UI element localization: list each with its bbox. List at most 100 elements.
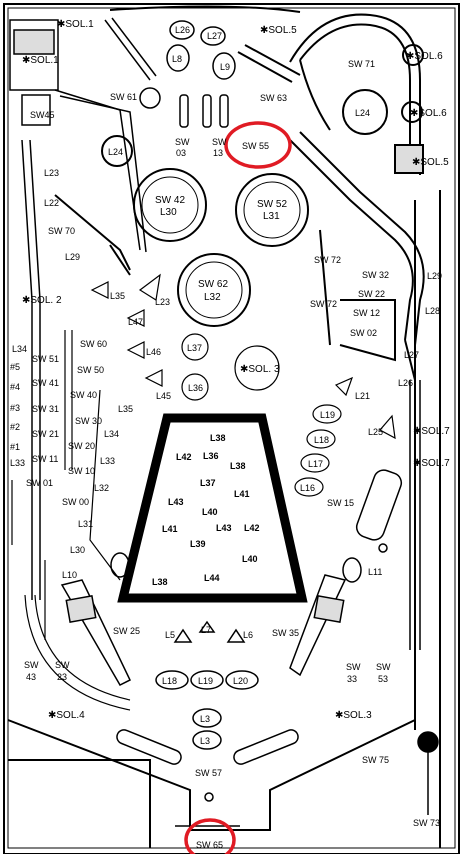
label-n5: #5: [10, 362, 20, 372]
label-sw21: SW 21: [32, 429, 59, 439]
label-sol4: ✱SOL.4: [48, 710, 85, 721]
label-l6: L6: [243, 630, 253, 640]
label-sw51: SW 51: [32, 354, 59, 364]
label-sw72b: SW 72: [310, 299, 337, 309]
upper-left-mechanism: [9, 17, 161, 600]
label-sw25: SW 25: [113, 626, 140, 636]
label-l11: L11: [368, 567, 382, 577]
label-sw03a: SW: [175, 137, 190, 147]
label-l5: L5: [165, 630, 175, 640]
label-sw60: SW 60: [80, 339, 107, 349]
label-l42b: L42: [244, 523, 260, 533]
label-l32: L32: [204, 292, 221, 303]
label-sw71: SW 71: [348, 59, 375, 69]
lower-playfield: [116, 620, 439, 827]
label-l30b: L30: [70, 545, 85, 555]
label-l29b: L29: [427, 271, 442, 281]
label-n3: #3: [10, 403, 20, 413]
label-sw52: SW 52: [257, 199, 287, 210]
label-sw20: SW 20: [68, 441, 95, 451]
label-l18: L18: [314, 435, 329, 445]
label-l20: L20: [233, 676, 248, 686]
label-l35b: L35: [118, 404, 133, 414]
label-sw53a: SW: [376, 662, 391, 672]
insert-lamps: [90, 135, 396, 497]
label-l41b: L41: [162, 524, 178, 534]
label-sol2: ✱SOL. 2: [22, 295, 62, 306]
label-n4: #4: [10, 382, 20, 392]
label-l19b: L19: [198, 676, 213, 686]
label-l34b: L34: [104, 429, 119, 439]
label-sw13a: SW: [212, 137, 227, 147]
label-l30: L30: [160, 207, 177, 218]
highlight-sw65: [184, 818, 236, 854]
label-l16: L16: [300, 483, 315, 493]
label-sw61: SW 61: [110, 92, 137, 102]
label-sol1a: ✱SOL.1: [57, 19, 94, 30]
label-l3a: L3: [200, 714, 210, 724]
label-l37: L37: [187, 343, 202, 353]
label-l47: L47: [128, 317, 143, 327]
label-l39: L39: [190, 539, 206, 549]
label-l38b: L38: [230, 461, 246, 471]
label-l43a: L43: [168, 497, 184, 507]
slingshots: [60, 552, 362, 686]
right-ramp: [289, 131, 425, 381]
label-l42: L42: [176, 452, 192, 462]
label-l28: L28: [425, 306, 440, 316]
label-l22: L22: [44, 198, 59, 208]
label-sw57: SW 57: [195, 768, 222, 778]
label-sw62: SW 62: [198, 279, 228, 290]
label-l37b: L37: [200, 478, 216, 488]
label-sw03b: 03: [176, 148, 186, 158]
label-l24b: L24: [108, 147, 123, 157]
label-sw15: SW 15: [327, 498, 354, 508]
label-l3b: L3: [200, 736, 210, 746]
label-sol7b: ✱SOL.7: [413, 458, 450, 469]
label-l35: L35: [110, 291, 125, 301]
label-l41a: L41: [234, 489, 250, 499]
label-sw30: SW 30: [75, 416, 102, 426]
label-sw23a: SW: [55, 660, 70, 670]
label-sw41: SW 41: [32, 378, 59, 388]
label-l44: L44: [204, 573, 220, 583]
label-sol6b: ✱SOL.6: [410, 108, 447, 119]
label-l23b: L23: [155, 297, 170, 307]
label-sw72a: SW 72: [314, 255, 341, 265]
label-l33b: L33: [100, 456, 115, 466]
label-sol3b: ✱SOL.3: [335, 710, 372, 721]
upper-right-ramp: [237, 13, 424, 175]
center-trapezoid: [117, 413, 308, 603]
label-sw23b: 23: [57, 672, 67, 682]
label-l23a: L23: [44, 168, 59, 178]
label-l29a: L29: [65, 252, 80, 262]
component-labels: ✱SOL.1 ✱SOL.1 SW45 L26 L8 L27 L9 ✱SOL.5 …: [10, 19, 450, 850]
label-sw65: SW 65: [196, 840, 223, 850]
label-l9: L9: [220, 62, 230, 72]
left-standups: [11, 330, 131, 711]
label-l27b: L27: [404, 350, 419, 360]
label-l40b: L40: [242, 554, 258, 564]
label-sw31: SW 31: [32, 404, 59, 414]
label-l46: L46: [146, 347, 161, 357]
pop-bumpers: [133, 168, 309, 327]
label-sw45: SW45: [30, 110, 55, 120]
right-side-lane: [355, 380, 421, 650]
label-l26: L26: [175, 25, 190, 35]
label-l34: L34: [12, 344, 27, 354]
label-sw00: SW 00: [62, 497, 89, 507]
label-l40a: L40: [202, 507, 218, 517]
label-sw43a: SW: [24, 660, 39, 670]
label-sw10: SW 10: [68, 466, 95, 476]
label-l27: L27: [207, 31, 222, 41]
label-l10: L10: [62, 570, 77, 580]
label-sw70: SW 70: [48, 226, 75, 236]
label-l43b: L43: [216, 523, 232, 533]
label-sw50: SW 50: [77, 365, 104, 375]
label-sw22: SW 22: [358, 289, 385, 299]
label-n1: #1: [10, 442, 20, 452]
label-sw02: SW 02: [350, 328, 377, 338]
label-sw33b: 33: [347, 674, 357, 684]
top-lanes: [166, 20, 236, 128]
